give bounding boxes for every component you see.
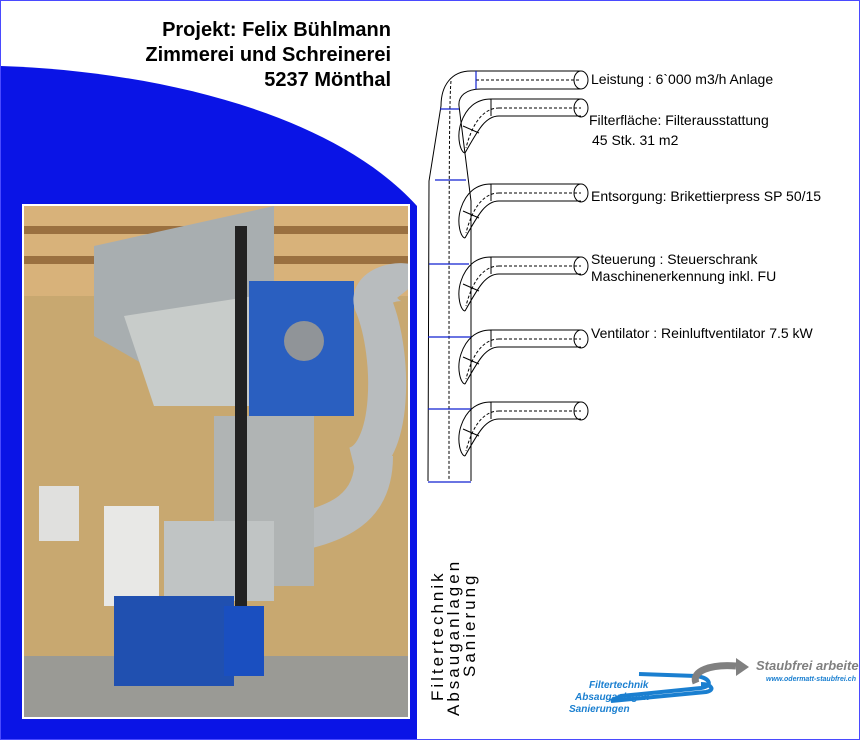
duct-branch xyxy=(458,183,581,239)
spec-ventilator: Ventilator : Reinluftventilator 7.5 kW xyxy=(591,325,813,341)
spec-entsorgung: Entsorgung: Brikettierpress SP 50/15 xyxy=(591,188,822,204)
spec-steuerung: Steuerung : Steuerschrank xyxy=(591,251,758,267)
company-logo: Staubfrei arbeiten www.odermatt-staubfre… xyxy=(561,656,859,721)
logo-url: www.odermatt-staubfrei.ch xyxy=(766,676,856,683)
spec-filterflaeche-detail: 45 Stk. 31 m2 xyxy=(592,132,679,148)
project-subtitle: Zimmerei und Schreinerei xyxy=(145,44,391,66)
spec-filterflaeche: Filterfläche: Filterausstattung xyxy=(589,112,769,128)
logo-line-sanierungen: Sanierungen xyxy=(569,704,630,715)
vertical-text-sanierung: Sanierung xyxy=(460,572,479,677)
duct-outlet xyxy=(573,401,589,421)
duct-diagram xyxy=(427,70,589,483)
project-location: 5237 Mönthal xyxy=(264,69,391,91)
duct-outlet xyxy=(573,183,589,203)
duct-branch xyxy=(458,329,581,385)
installation-photo xyxy=(22,204,410,719)
logo-line-absauganlagen: Absauganlagen xyxy=(575,692,650,703)
duct-branch xyxy=(458,401,581,457)
spec-leistung: Leistung : 6`000 m3/h Anlage xyxy=(591,71,774,87)
duct-outlet xyxy=(573,256,589,276)
duct-outlet xyxy=(573,329,589,349)
duct-outlet xyxy=(573,98,589,118)
logo-line-filtertechnik: Filtertechnik xyxy=(589,680,649,691)
spec-steuerung-detail: Maschinenerkennung inkl. FU xyxy=(591,268,777,284)
project-title: Projekt: Felix Bühlmann xyxy=(162,19,391,41)
duct-branch xyxy=(458,256,581,312)
logo-slogan: Staubfrei arbeiten xyxy=(756,658,860,673)
duct-branch xyxy=(458,98,581,154)
